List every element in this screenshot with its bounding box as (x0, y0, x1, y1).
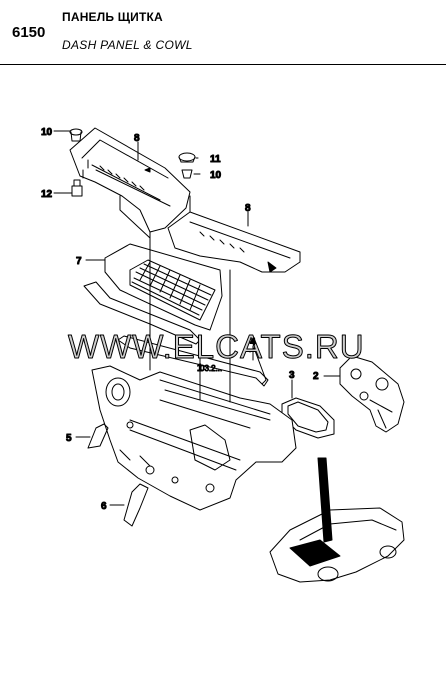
part-10-clip-right (181, 169, 193, 179)
part-12-clip (71, 179, 83, 197)
seal-strip (83, 281, 201, 345)
callout-12: 12 (41, 189, 53, 200)
watermark-text: WWW.ELCATS.RU (68, 328, 365, 365)
part-8-cowl-panel-right (167, 211, 301, 273)
header-divider (0, 64, 446, 65)
callout-3: 3 (289, 370, 295, 381)
part-2-heater-bracket (339, 355, 405, 433)
callout-1: 1 (197, 363, 203, 374)
part-11-cap (178, 152, 196, 163)
callout-leaders (53, 130, 341, 506)
watermark-date: 03.2... (200, 364, 222, 373)
page-header: 6150 ПАНЕЛЬ ЩИТКА DASH PANEL & COWL (0, 0, 446, 64)
callout-6: 6 (101, 501, 107, 512)
title-russian: ПАНЕЛЬ ЩИТКА (62, 10, 163, 24)
callout-2: 2 (313, 371, 319, 382)
callout-11: 11 (210, 154, 221, 165)
callout-4: 4 (250, 337, 256, 348)
callout-5: 5 (66, 433, 72, 444)
part-7-vent-grille (104, 243, 223, 331)
part-10-clip-top (69, 128, 83, 142)
callout-7: 7 (76, 256, 82, 267)
car-location-inset (269, 457, 405, 583)
part-6-hose (123, 483, 149, 527)
part-1-dash-panel (91, 365, 297, 511)
callout-8-right: 8 (245, 203, 251, 214)
callout-10-right: 10 (210, 170, 222, 181)
assembly-guide-lines (119, 195, 231, 403)
callout-10-top: 10 (41, 127, 53, 138)
part-4-gasket-strip (117, 335, 269, 387)
title-english: DASH PANEL & COWL (62, 38, 193, 52)
part-8-cowl-panel-left (69, 127, 191, 233)
callout-8-left: 8 (134, 133, 140, 144)
part-5-hose (87, 423, 109, 449)
page-code: 6150 (12, 24, 46, 41)
